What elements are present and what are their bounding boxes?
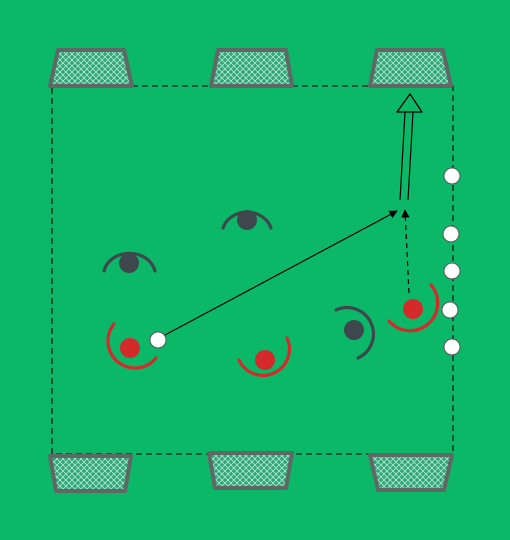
goal-icon: [207, 451, 294, 490]
goal-icon: [48, 454, 133, 493]
player-icon: [237, 210, 257, 230]
shot-arrow-icon: [396, 93, 423, 201]
goal-top-right: [368, 48, 453, 88]
player-icon: [119, 253, 139, 273]
goal-icon: [368, 453, 454, 492]
goal-bottom-left: [48, 454, 133, 493]
player-red-2: [237, 336, 291, 377]
goal-icon: [48, 48, 134, 88]
ball-icon: [441, 301, 459, 319]
player-dark-2: [102, 251, 157, 273]
player-dark-1: [221, 210, 273, 230]
ball-icon: [443, 338, 461, 356]
player-icon: [120, 338, 140, 358]
player-red-1: [106, 322, 158, 370]
ball-icon: [443, 262, 461, 280]
goal-bottom-right: [368, 453, 454, 492]
ball-reserve: [441, 167, 461, 356]
player-red-3: [387, 283, 440, 333]
pass-arrow-icon: [164, 210, 398, 336]
player-icon: [255, 350, 275, 370]
run-arrow-icon: [401, 209, 410, 294]
ball-icon: [443, 167, 461, 185]
ball-icon: [149, 331, 167, 349]
player-dark-3: [334, 306, 375, 360]
player-icon: [403, 299, 423, 319]
ball-icon: [442, 225, 460, 243]
goal-icon: [368, 48, 453, 88]
goal-icon: [209, 48, 294, 88]
player-icon: [344, 320, 364, 340]
goal-top-left: [48, 48, 134, 88]
goal-top-center: [209, 48, 294, 88]
goal-bottom-center: [207, 451, 294, 490]
